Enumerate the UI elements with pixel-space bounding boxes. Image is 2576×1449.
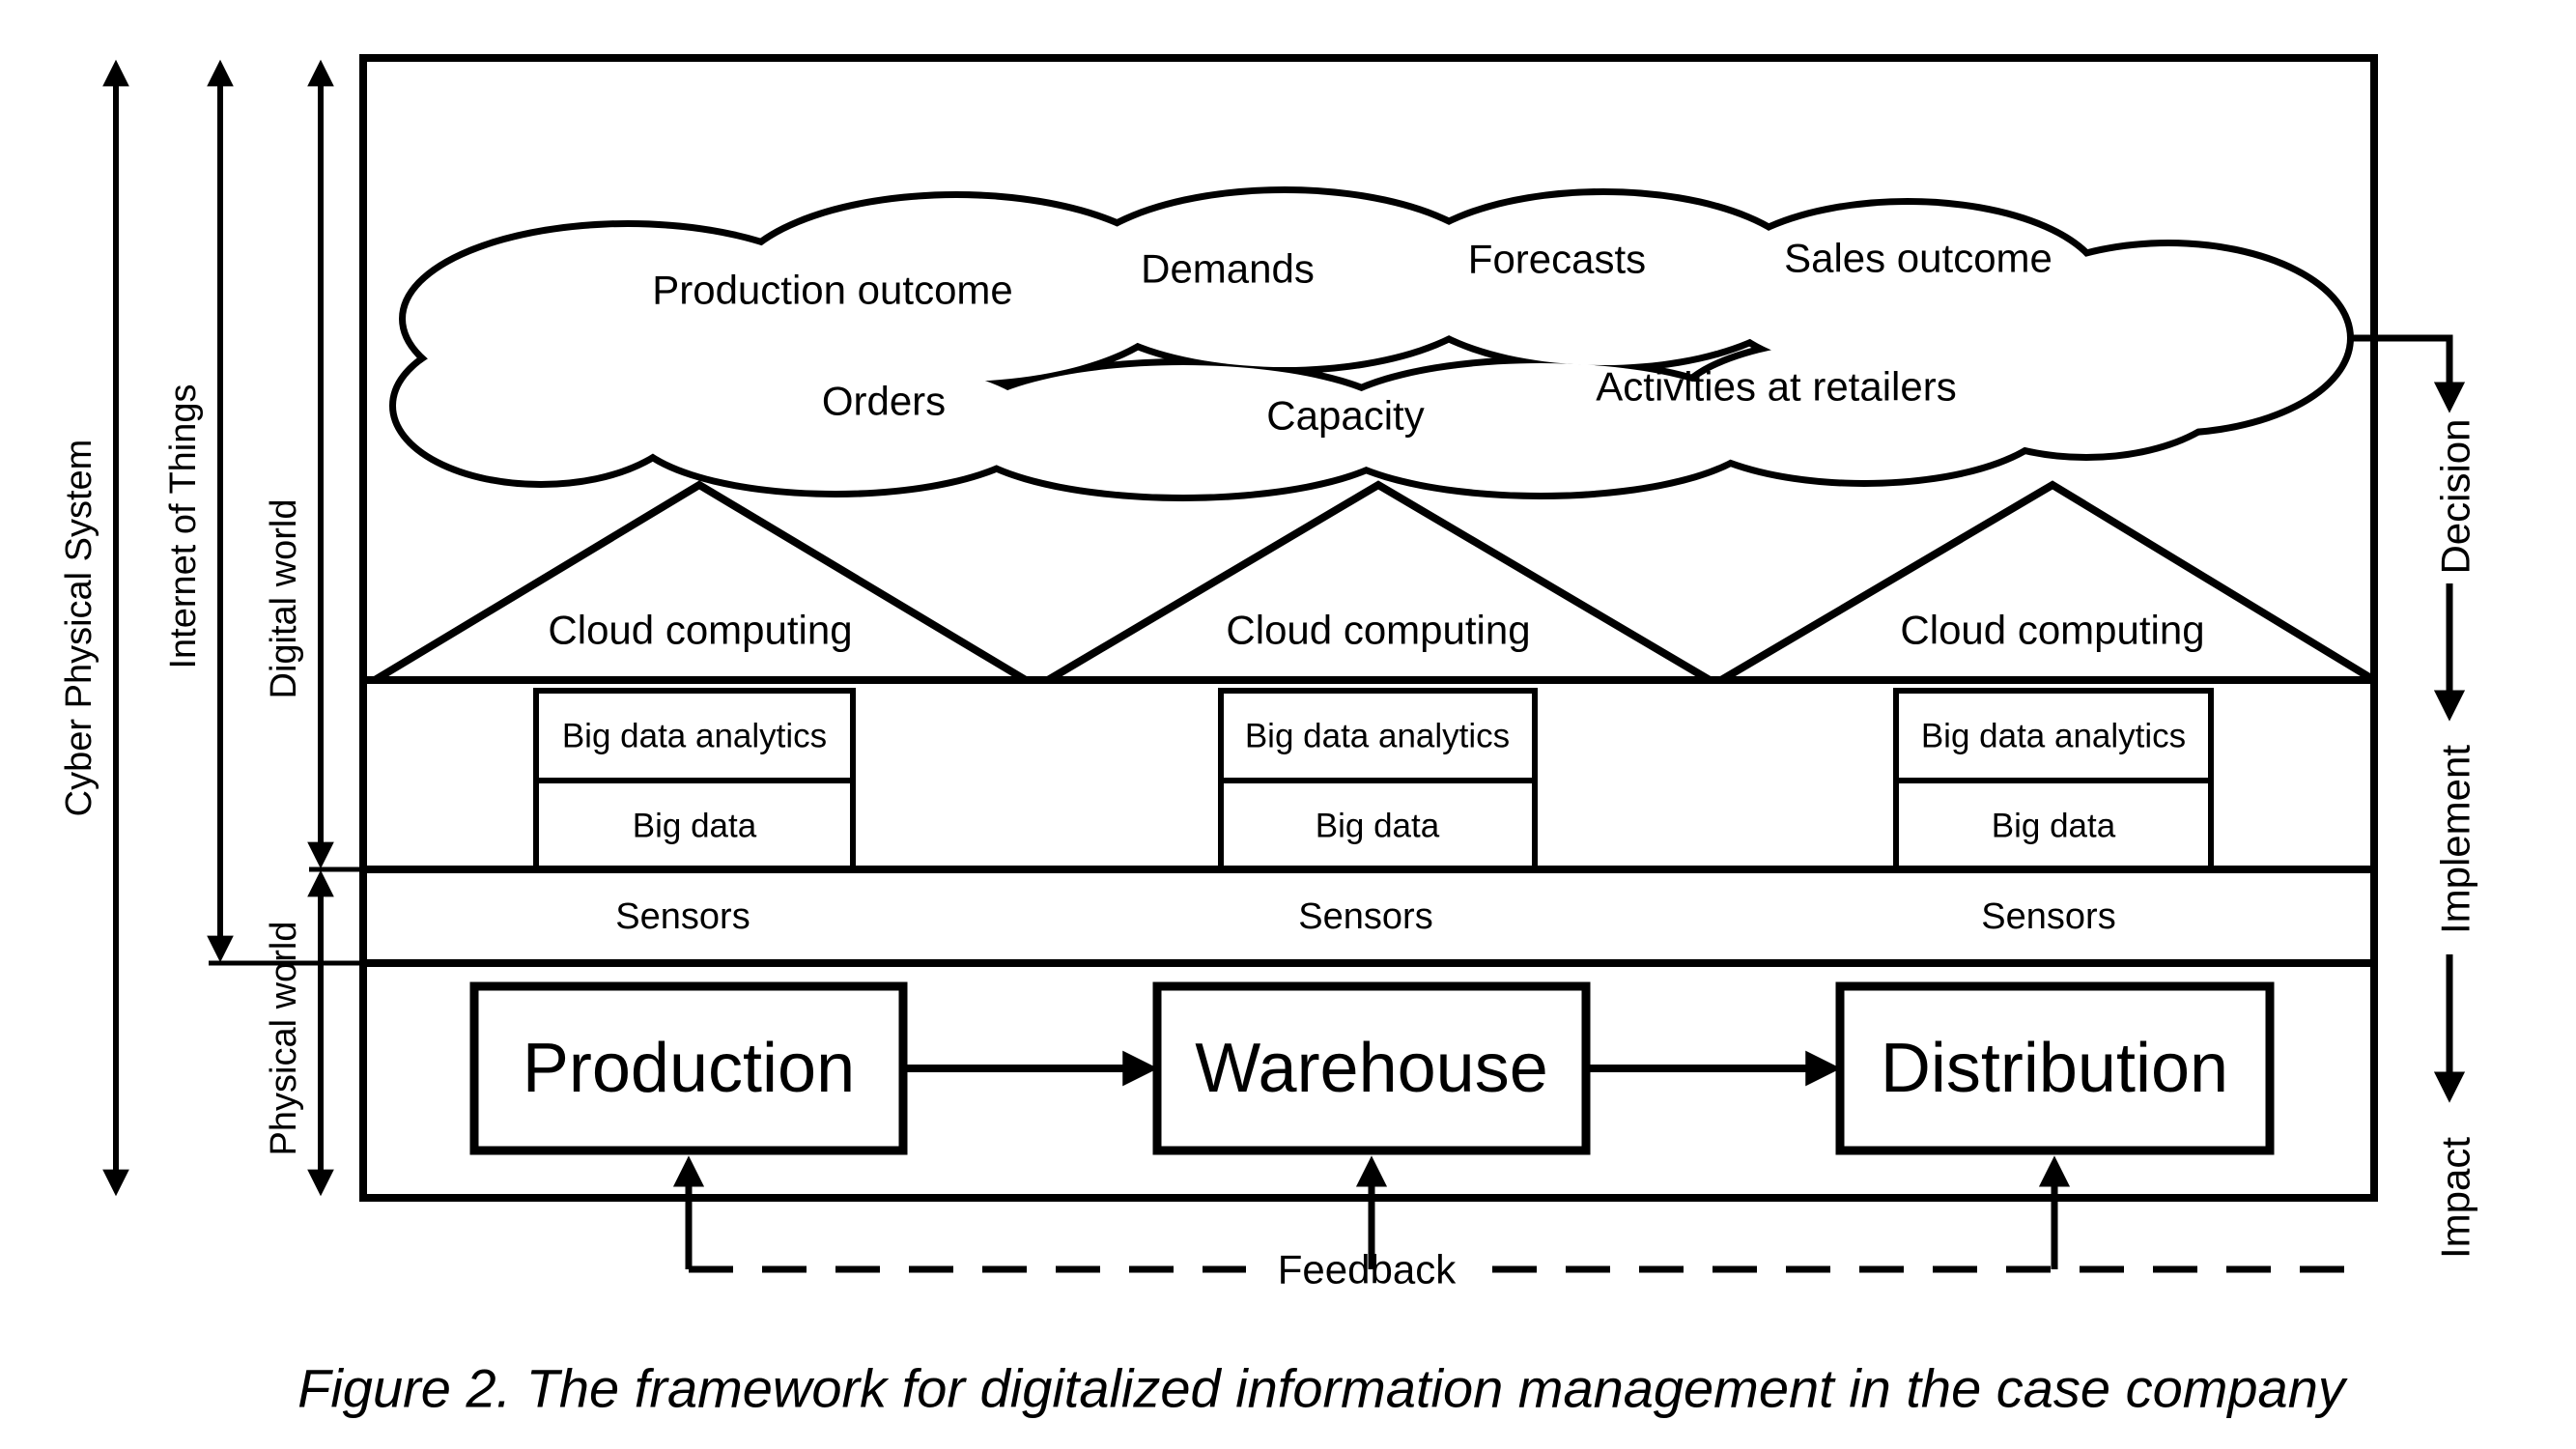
internet-of-things-label: Internet of Things — [163, 384, 204, 668]
cloud-item-forecasts: Forecasts — [1468, 237, 1646, 282]
cloud-item-production-outcome: Production outcome — [652, 268, 1013, 313]
sensors-label-3: Sensors — [1981, 896, 2115, 937]
implement-label: Implement — [2433, 745, 2478, 934]
warehouse-label: Warehouse — [1195, 1030, 1548, 1107]
cloud-to-decision-arrow — [2347, 334, 2466, 413]
distribution-label: Distribution — [1881, 1030, 2228, 1107]
cyber-physical-system-label: Cyber Physical System — [59, 440, 99, 817]
cloud-computing-label-1: Cloud computing — [548, 608, 852, 653]
cloud-item-sales-outcome: Sales outcome — [1784, 236, 2052, 281]
big-data-stack-1: Big data analytics Big data — [533, 688, 856, 872]
cloud-shape — [389, 186, 2354, 501]
production-label: Production — [523, 1030, 855, 1107]
cloud-computing-roof-1 — [372, 480, 1029, 684]
feedback-label: Feedback — [1278, 1247, 1457, 1293]
cloud-computing-label-3: Cloud computing — [1900, 608, 2204, 653]
sensors-label-2: Sensors — [1298, 896, 1432, 937]
big-data-stack-3: Big data analytics Big data — [1893, 688, 2214, 872]
big-data-analytics-label-1: Big data analytics — [562, 718, 827, 755]
figure-caption: Figure 2. The framework for digitalized … — [297, 1358, 2348, 1419]
cloud-item-demands: Demands — [1141, 246, 1315, 292]
big-data-label-1: Big data — [633, 808, 757, 845]
cloud-computing-roof-2 — [1045, 480, 1713, 684]
big-data-analytics-label-2: Big data analytics — [1245, 718, 1510, 755]
big-data-label-2: Big data — [1316, 808, 1440, 845]
cloud-item-orders: Orders — [822, 379, 946, 424]
big-data-analytics-label-3: Big data analytics — [1921, 718, 2186, 755]
digital-world-label: Digital world — [264, 499, 304, 699]
big-data-label-3: Big data — [1992, 808, 2116, 845]
cloud-item-activities-at-retailers: Activities at retailers — [1596, 364, 1956, 410]
physical-world-label: Physical world — [264, 922, 304, 1156]
sensors-label-1: Sensors — [615, 896, 750, 937]
cloud-computing-label-2: Cloud computing — [1226, 608, 1530, 653]
cloud-computing-roof-3 — [1718, 480, 2377, 684]
impact-label: Impact — [2433, 1137, 2478, 1259]
big-data-stack-2: Big data analytics Big data — [1218, 688, 1538, 872]
cloud-item-capacity: Capacity — [1266, 393, 1424, 439]
decision-label: Decision — [2433, 418, 2478, 574]
